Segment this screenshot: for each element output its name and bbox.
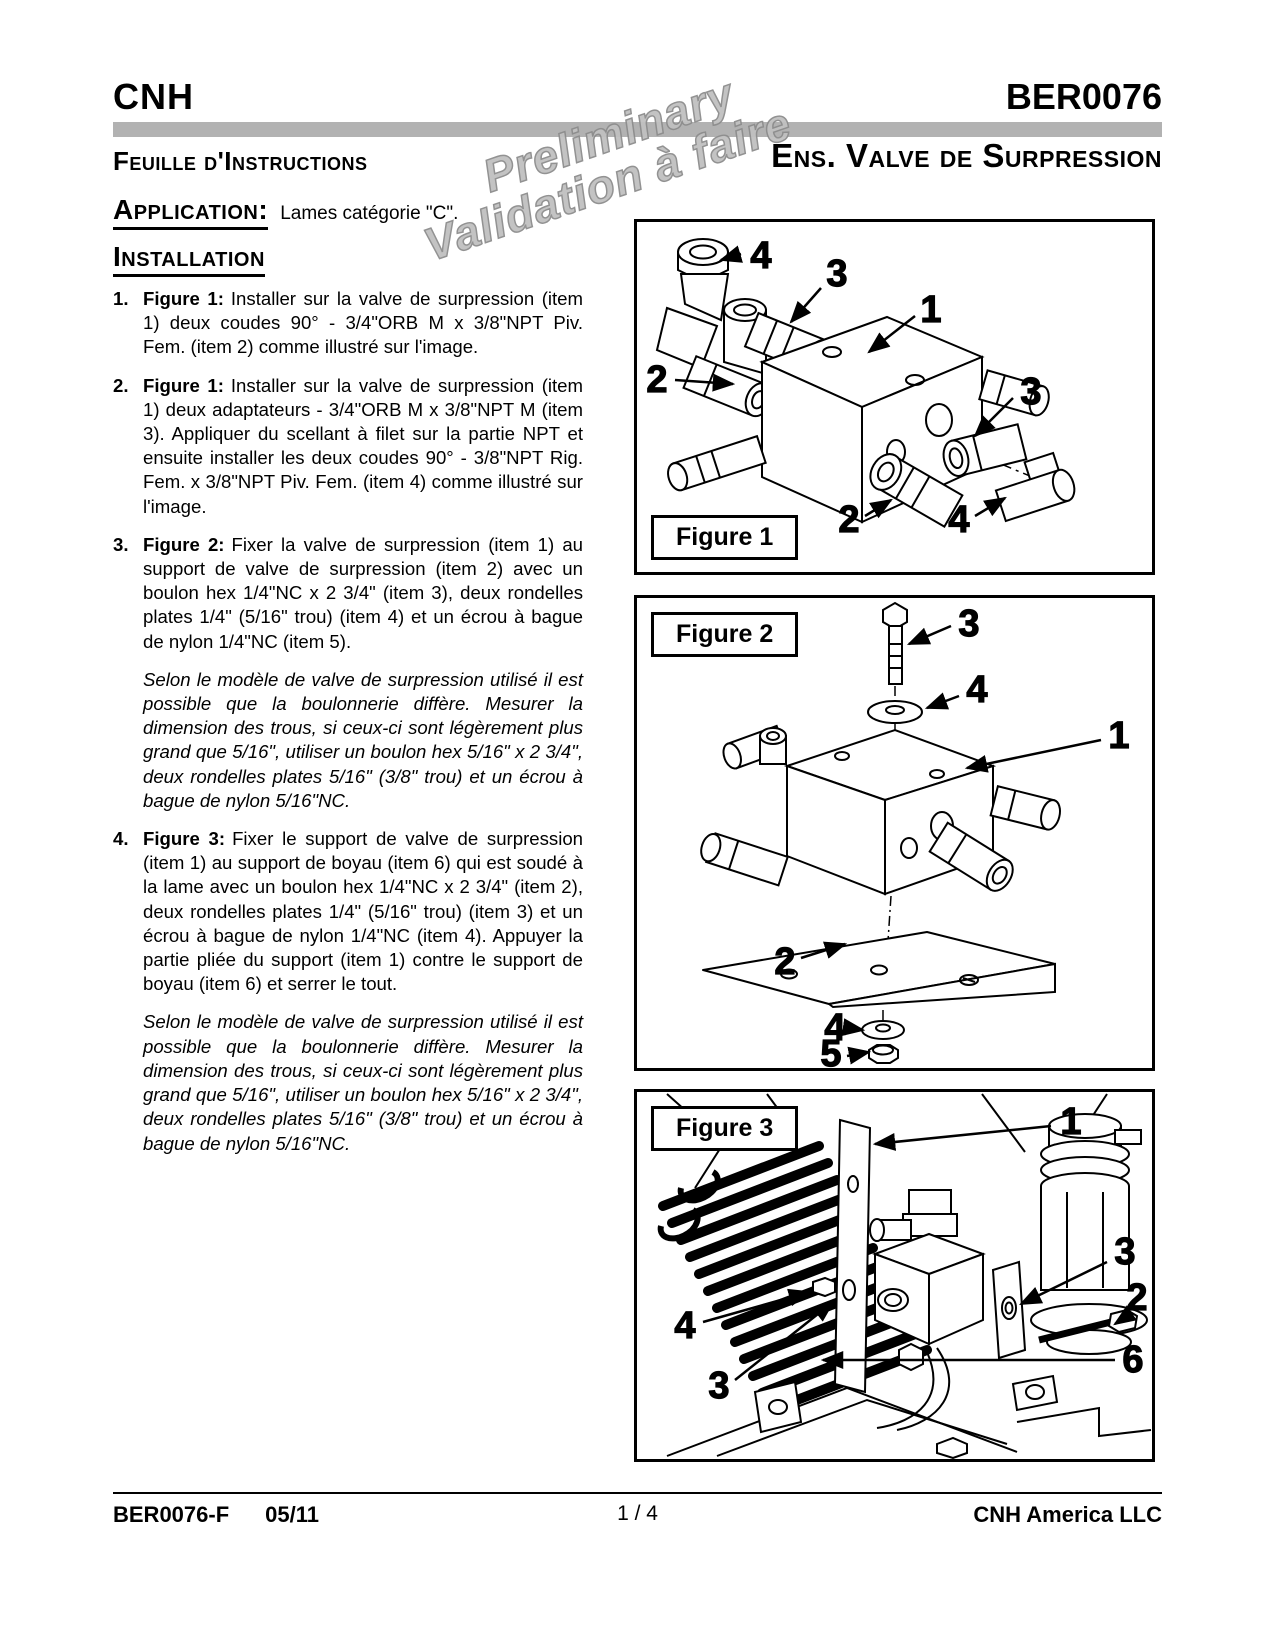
step-2: 2. Figure 1:Installer sur la valve de su… bbox=[113, 374, 583, 519]
step-4: 4. Figure 3:Fixer le support de valve de… bbox=[113, 827, 583, 996]
step-3-figure-ref: Figure 2: bbox=[143, 533, 225, 555]
figure-3-callout-3-right: 3 bbox=[1114, 1231, 1135, 1273]
installation-section: Installation bbox=[113, 241, 265, 277]
step-2-figure-ref: Figure 1: bbox=[143, 374, 224, 396]
step-3-text: Figure 2:Fixer la valve de surpression (… bbox=[143, 533, 584, 652]
figure-3-drawing: 1 3 2 4 3 6 bbox=[657, 1093, 1152, 1459]
assembly-title: Ens. Valve de Surpression bbox=[771, 137, 1162, 174]
step-1: 1. Figure 1:Installer sur la valve de su… bbox=[113, 287, 583, 360]
figure-1-callout-2-bottom: 2 bbox=[838, 499, 859, 541]
document-number: BER0076 bbox=[1005, 76, 1162, 117]
figure-2-callouts: 3 4 1 2 4 5 bbox=[774, 602, 1130, 1068]
figure-2-callout-1: 1 bbox=[1108, 715, 1129, 757]
application-text: Lames catégorie "C". bbox=[280, 203, 459, 224]
step-1-text: Figure 1:Installer sur la valve de surpr… bbox=[143, 288, 584, 358]
figure-1-drawing: 4 3 1 2 3 2 4 bbox=[646, 234, 1076, 542]
figure-1-callout-3-upper: 3 bbox=[826, 253, 847, 295]
figure-2-box: 3 4 1 2 4 5 Figure 2 bbox=[634, 595, 1155, 1071]
figure-3-callout-4: 4 bbox=[674, 1305, 695, 1347]
installation-steps: 1. Figure 1:Installer sur la valve de su… bbox=[113, 287, 583, 1170]
brand-logo-text: CNH bbox=[113, 76, 194, 117]
application-section: Application: Lames catégorie "C". bbox=[113, 194, 458, 230]
figure-3-callout-2: 2 bbox=[1126, 1277, 1147, 1319]
figure-2-callout-4-bottom: 4 bbox=[824, 1007, 845, 1049]
step-4-number: 4. bbox=[113, 828, 129, 850]
figure-2-drawing: 3 4 1 2 4 5 bbox=[700, 601, 1130, 1068]
figure-3-callout-3-left: 3 bbox=[708, 1365, 729, 1407]
step-3-number: 3. bbox=[113, 533, 129, 555]
footer-date: 05/11 bbox=[265, 1502, 319, 1527]
figure-1-callouts: 4 3 1 2 3 2 4 bbox=[646, 234, 1042, 541]
step-2-text: Figure 1:Installer sur la valve de surpr… bbox=[143, 374, 584, 517]
figure-2-callout-2: 2 bbox=[774, 941, 795, 983]
header-divider bbox=[113, 122, 1162, 137]
figure-3-caption: Figure 3 bbox=[651, 1106, 799, 1151]
figure-3-callouts: 1 3 2 4 3 6 bbox=[674, 1100, 1148, 1407]
figure-1-box: 4 3 1 2 3 2 4 Figure 1 bbox=[634, 219, 1155, 575]
figure-2-callout-3: 3 bbox=[958, 603, 979, 645]
step-4-note: Selon le modèle de valve de surpression … bbox=[143, 1011, 583, 1154]
figure-1-callout-2-left: 2 bbox=[646, 359, 667, 401]
figure-2-callout-4-top: 4 bbox=[966, 669, 987, 711]
figure-3-callout-1: 1 bbox=[1060, 1101, 1081, 1143]
figure-3-callout-6: 6 bbox=[1122, 1339, 1143, 1381]
figure-1-caption: Figure 1 bbox=[651, 515, 799, 560]
figure-1-callout-4-bottom: 4 bbox=[948, 499, 969, 541]
footer-divider bbox=[113, 1492, 1162, 1494]
application-heading: Application: bbox=[113, 194, 269, 230]
step-1-number: 1. bbox=[113, 288, 129, 309]
step-4-text: Figure 3:Fixer le support de valve de su… bbox=[143, 828, 584, 995]
figure-1-callout-3-right: 3 bbox=[1020, 371, 1041, 413]
installation-heading: Installation bbox=[113, 241, 265, 277]
step-1-figure-ref: Figure 1: bbox=[143, 288, 224, 309]
sheet-type-title: Feuille d'Instructions bbox=[113, 146, 368, 176]
figure-3-box: 1 3 2 4 3 6 Figure 3 bbox=[634, 1089, 1155, 1462]
figure-2-caption: Figure 2 bbox=[651, 612, 799, 657]
figure-2-callout-5: 5 bbox=[820, 1033, 841, 1068]
footer-page-number: 1 / 4 bbox=[617, 1502, 658, 1525]
step-4-figure-ref: Figure 3: bbox=[143, 828, 226, 850]
figure-1-callout-1: 1 bbox=[920, 289, 941, 331]
step-3: 3. Figure 2:Fixer la valve de surpressio… bbox=[113, 533, 583, 654]
footer-company: CNH America LLC bbox=[973, 1502, 1162, 1527]
step-2-number: 2. bbox=[113, 374, 129, 396]
figure-1-callout-4-top: 4 bbox=[750, 235, 771, 277]
step-3-note: Selon le modèle de valve de surpression … bbox=[143, 668, 583, 811]
